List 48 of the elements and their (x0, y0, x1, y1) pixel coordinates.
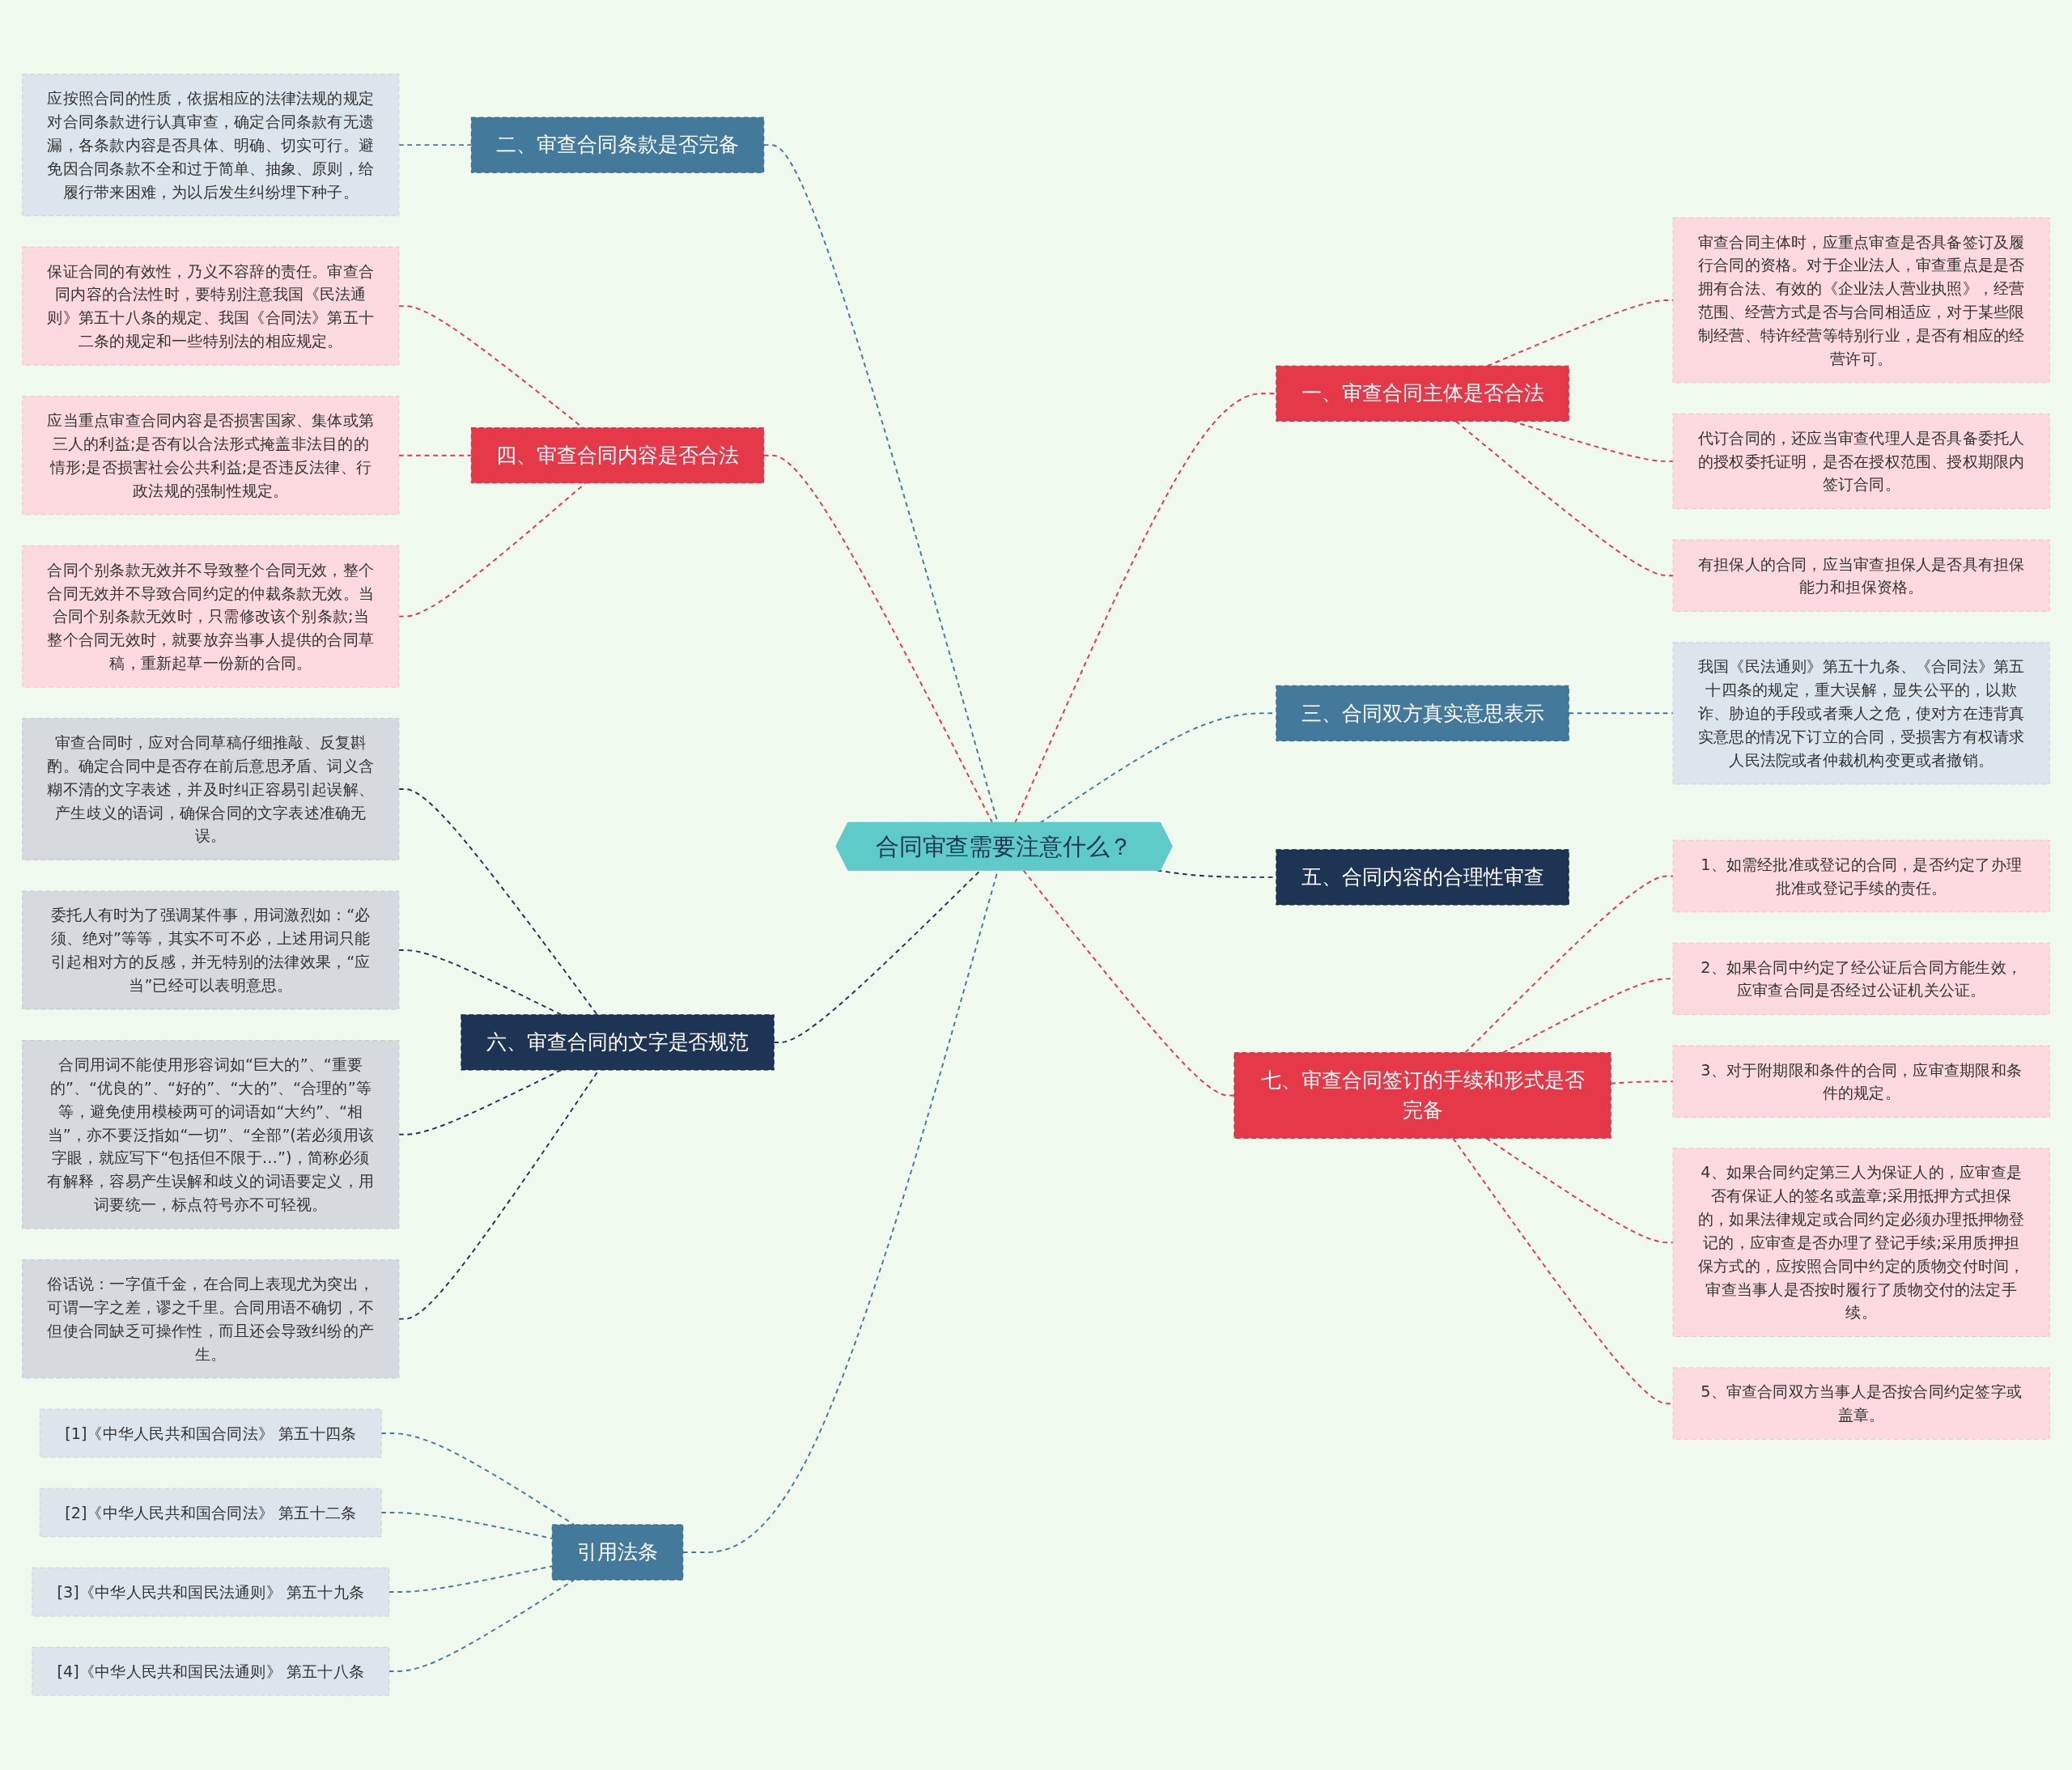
connector-line (380, 1433, 575, 1526)
topic-box: 七、审查合同签订的手续和形式是否完备 (1233, 1052, 1611, 1140)
topic-box: 4、如果合同约定第三人为保证人的，应审查是否有保证人的签名或盖章;采用抵押方式担保的，如果法律规定或合同约定必须办理抵押物登记的，应审查是否办理了登记手续;采用质押担保方式的，应按照合同中约定的质物交付时间，审查当事人是否按时履行了质物交付的法定手续。 (1672, 1148, 2050, 1338)
connector-line (1485, 1137, 1675, 1244)
connector-line (397, 454, 473, 456)
topic-box: [1]《中华人民共和国合同法》 第五十四条 (40, 1408, 382, 1458)
topic-box: 二、审查合同条款是否完备 (470, 117, 765, 173)
connector-line (1486, 299, 1675, 367)
topic-box: 应当重点审查合同内容是否损害国家、集体或第三人的利益;是否有以合法形式掩盖非法目的的情形;是否损害社会公共利益;是否违反法律、行政法规的强制性规定。 (22, 396, 400, 516)
topic-box: 五、合同内容的合理性审查 (1276, 849, 1569, 906)
topic-box: 1、如需经批准或登记的合同，是否约定了办理批准或登记手续的责任。 (1672, 840, 2050, 913)
topic-box: 三、合同双方真实意思表示 (1276, 685, 1569, 742)
topic-box: 保证合同的有效性，乃义不容辞的责任。审查合同内容的合法性时，要特别注意我国《民法通则》第五十八条的规定、我国《合同法》第五十二条的规定和一些特别法的相应规定。 (22, 246, 400, 366)
topic-box: 3、对于附期限和条件的合同，应审查期限和条件的规定。 (1672, 1045, 2050, 1118)
topic-box: 引用法条 (551, 1524, 684, 1581)
connector-line (1511, 420, 1675, 463)
connector-line (397, 788, 598, 1016)
topic-hexagon: 合同审查需要注意什么？ (835, 822, 1173, 871)
connector-line (397, 1069, 563, 1135)
topic-box: 六、审查合同的文字是否规范 (461, 1014, 775, 1071)
topic-box: 审查合同时，应对合同草稿仔细推敲、反复斟酌。确定合同中是否存在前后意思矛盾、词义含糊不清的文字表述，并及时纠正容易引起误解、产生歧义的语词，确保合同的文字表述准确无误。 (22, 718, 400, 861)
topic-box: 合同个别条款无效并不导致整个合同无效，整个合同无效并不导致合同约定的仲裁条款无效。当合同个别条款无效时，只需修改该个别条款;当整个合同无效时，就要放弃当事人提供的合同草稿，重新起草一份新的合同。 (22, 545, 400, 688)
connector-line (1610, 1080, 1675, 1084)
connector-line (1454, 420, 1675, 577)
topic-box: 一、审查合同主体是否合法 (1276, 365, 1569, 422)
topic-box: 2、如果合同中约定了经公证后合同方能生效，应审查合同是否经过公证机关公证。 (1672, 942, 2050, 1016)
connector-line (388, 1565, 554, 1594)
topic-box: [3]《中华人民共和国民法通则》 第五十九条 (32, 1567, 390, 1617)
topic-box: 代订合同的，还应当审查代理人是否具备委托人的授权委托证明，是否在授权范围、授权期限内签订合同。 (1672, 414, 2050, 510)
topic-box: 5、审查合同双方当事人是否按合同约定签字或盖章。 (1672, 1367, 2050, 1441)
topic-box: 委托人有时为了强调某件事，用词激烈如：“必须、绝对”等等，其实不可不必，上述用词只能引起相对方的反感，并无特别的法律效果，“应当”已经可以表明意思。 (22, 890, 400, 1010)
connector-line (773, 869, 982, 1044)
connector-line (380, 1512, 554, 1540)
topic-box: 应按照合同的性质，依据相应的法律法规的规定对合同条款进行认真审查，确定合同条款有无遗漏，各条款内容是否具体、明确、切实可行。避免因合同条款不全和过于简单、抽象、原则，给履行带来困难，为以后发生纠纷埋下种子。 (22, 74, 400, 217)
topic-box: 有担保人的合同，应当审查担保人是否具有担保能力和担保资格。 (1672, 539, 2050, 613)
connector-line (1568, 712, 1675, 715)
connector-line (388, 1579, 575, 1673)
connector-line (397, 144, 473, 146)
topic-box: 合同用词不能使用形容词如“巨大的”、“重要的”、“优良的”、“好的”、“大的”、“合理的”等等，避免使用模棱两可的词语如“大约”、“相当”，亦不要泛指如“一切”、“全部”(若必须用该字眼，就应写下“包括但不限于…”)，简称必须有解释，容易产生误解和歧义的词语要定义，用词要统一，标点符号亦不可轻视。 (22, 1040, 400, 1229)
topic-box: 俗话说：一字值千金，在合同上表现尤为突出，可谓一字之差，谬之千里。合同用语不确切，不但使合同缺乏可操作性，而且还会导致纠纷的产生。 (22, 1259, 400, 1379)
connector-line (1022, 869, 1235, 1097)
topic-box: 四、审查合同内容是否合法 (470, 427, 765, 484)
connector-line (397, 949, 563, 1016)
topic-box: 我国《民法通则》第五十九条、《合同法》第五十四条的规定，重大误解，显失公平的，以欺诈、胁迫的手段或者乘人之危，使对方在违背真实意思的情况下订立的合同，受损害方有权请求人民法院或者仲裁机构变更或者撤销。 (1672, 642, 2050, 785)
topic-box: 审查合同主体时，应重点审查是否具备签订及履行合同的资格。对于企业法人，审查重点是是否拥有合法、有效的《企业法人营业执照》，经营范围、经营方式是否与合同相适应，对于某些限制经营、特许经营等特别行业，是否有相应的经营许可。 (1672, 217, 2050, 384)
topic-box: [4]《中华人民共和国民法通则》 第五十八条 (32, 1647, 390, 1696)
topic-box: [2]《中华人民共和国合同法》 第五十二条 (40, 1488, 382, 1538)
connector-line (1464, 875, 1675, 1054)
